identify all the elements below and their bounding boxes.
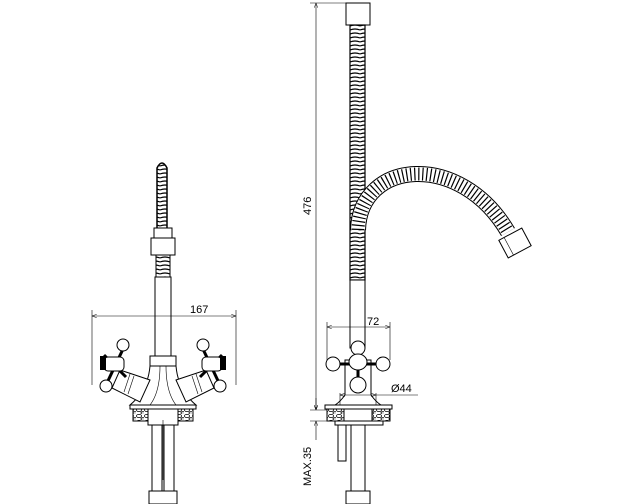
side-cross-handle bbox=[325, 340, 391, 394]
side-view: 476 MAX.35 72 Ø44 bbox=[302, 2, 532, 504]
hose-nozzle bbox=[498, 227, 532, 259]
right-cross-handle bbox=[196, 338, 227, 393]
front-hose-collar bbox=[153, 227, 173, 239]
side-base-plate bbox=[324, 404, 393, 410]
side-hose-top-fitting bbox=[345, 2, 371, 26]
side-fixing-rod bbox=[337, 424, 347, 462]
front-pipe-nuts bbox=[148, 490, 178, 504]
front-base-plate bbox=[129, 404, 197, 410]
side-flex-hose bbox=[349, 24, 366, 281]
curved-flex-hose bbox=[351, 167, 514, 236]
front-spout-pipe bbox=[154, 276, 172, 358]
max-mount-dimension-label: MAX.35 bbox=[302, 447, 314, 486]
front-supply-pipe-right bbox=[163, 424, 175, 492]
front-view: 167 bbox=[91, 162, 237, 504]
side-supply-pipe bbox=[350, 424, 366, 492]
height-dimension-label: 476 bbox=[302, 197, 314, 215]
left-cross-handle bbox=[99, 338, 130, 393]
front-hose-lower bbox=[155, 254, 171, 278]
front-flex-hose bbox=[156, 162, 168, 231]
handle-dimension-label: 72 bbox=[367, 316, 379, 328]
front-body-nut bbox=[149, 355, 177, 367]
side-spout-pipe bbox=[349, 279, 366, 349]
front-hose-ferrule bbox=[150, 237, 176, 256]
diameter-dimension-label: Ø44 bbox=[391, 383, 412, 395]
width-dimension-label: 167 bbox=[190, 304, 208, 316]
side-pipe-nut bbox=[345, 490, 371, 504]
front-supply-pipe-left bbox=[151, 424, 163, 492]
